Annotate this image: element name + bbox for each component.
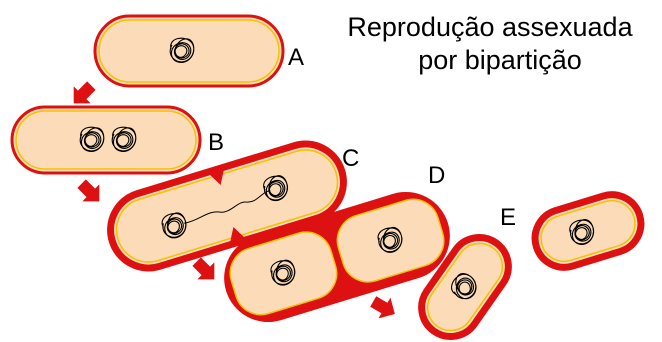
arrow-icon — [367, 291, 401, 324]
stage-label-a: A — [288, 45, 304, 71]
title-line-2: por bipartição — [350, 45, 650, 75]
cell-a — [95, 16, 283, 86]
cell-b — [12, 107, 200, 173]
stage-label-d: D — [428, 163, 445, 189]
stage-label-c: C — [342, 146, 359, 172]
arrow-icon — [73, 175, 108, 210]
cell-e-right — [528, 187, 648, 274]
stage-label-e: E — [500, 205, 516, 231]
stage-label-b: B — [208, 130, 224, 156]
title-line-1: Reprodução assexuada — [340, 12, 640, 42]
